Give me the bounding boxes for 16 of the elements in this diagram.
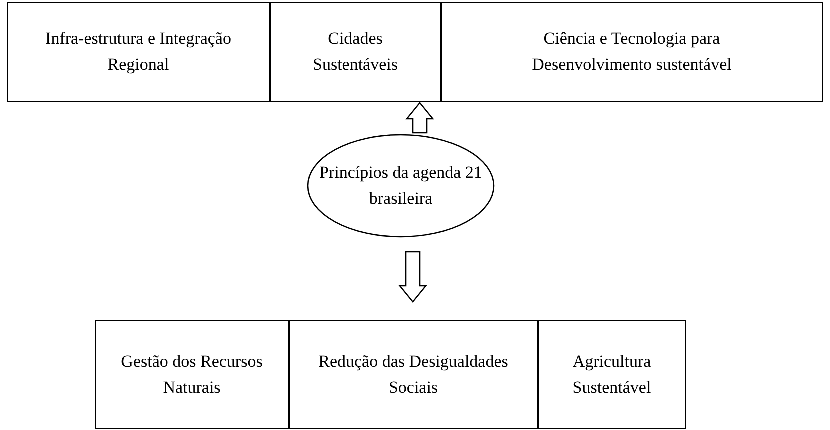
text-box [538,320,686,429]
text-box [289,320,538,429]
box-text: Gestão dos Recursos Naturais [120,350,264,398]
text-box [441,2,823,102]
text-box [95,320,289,429]
box-text: Redução das Desigualdades Sociais [318,350,510,398]
block-arrow [406,102,434,134]
box-text: Cidades Sustentáveis [312,28,399,76]
block-arrow [398,251,428,304]
box-text: Agricultura Sustentável [572,350,652,398]
box-text: Ciência e Tecnologia para Desenvolvimento sustentável [531,28,733,76]
box-text: Infra-estrutura e Integração Regional [44,28,232,76]
text-box [270,2,441,102]
text-box [7,2,270,102]
box-text: Princípios da agenda 21 brasileira [318,162,484,210]
ellipse-node [307,134,495,238]
